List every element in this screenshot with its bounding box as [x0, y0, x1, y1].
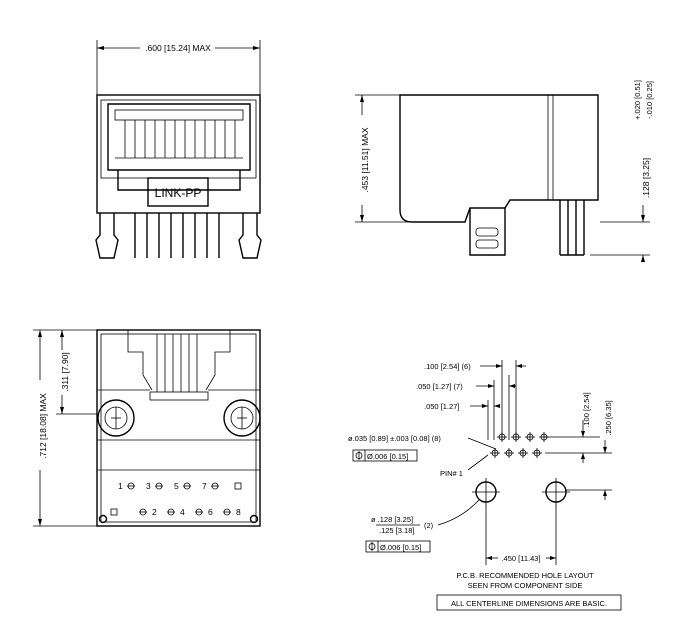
pcb-mount-hole-left [472, 478, 500, 506]
pitch-dimension: .100 [2.54] (6) [424, 362, 471, 371]
brand-label: LINK-PP [155, 186, 202, 200]
mount-hole-count: (2) [424, 521, 434, 530]
pin-number-7: 7 [202, 481, 207, 491]
bottom-pin-numbers: 1 3 5 7 2 4 6 8 [118, 481, 241, 517]
mount-hole-dim-a: ø .128 [3.25] [371, 515, 413, 524]
layout-caption-line2: SEEN FROM COMPONENT SIDE [468, 581, 583, 590]
front-width-dimension: .600 [15.24] MAX [145, 43, 211, 53]
basic-dimensions-note: ALL CENTERLINE DIMENSIONS ARE BASIC. [451, 599, 607, 608]
pin-number-1: 1 [118, 481, 123, 491]
pin-number-5: 5 [174, 481, 179, 491]
left-post [97, 399, 135, 437]
mount-hole-dim-b: .125 [3.18] [379, 526, 414, 535]
pin-number-8: 8 [236, 507, 241, 517]
pin-length-tol-minus: -.010 [0.25] [645, 81, 654, 119]
pin-hole-tolerance: Ø.006 [0.15] [367, 452, 408, 461]
pin-length-tol-plus: +.020 [0.51] [633, 80, 642, 120]
right-mounting-peg [238, 213, 262, 259]
mount-hole-tolerance: Ø.006 [0.15] [380, 543, 421, 552]
left-mounting-peg [95, 213, 119, 259]
pin-hole-callout: ø.035 [0.89] ±.003 [0.08] (8) [348, 434, 441, 443]
pin-number-6: 6 [208, 507, 213, 517]
bottom-height-dimension: .712 [18.08] MAX [38, 393, 48, 459]
pin-number-3: 3 [146, 481, 151, 491]
front-contacts [114, 109, 244, 159]
row-offset-dimension: .250 [6.35] [604, 400, 613, 435]
pin-number-2: 2 [152, 507, 157, 517]
pcb-layout: .100 [2.54] (6) .050 [1.27] (7) .050 [1.… [348, 360, 622, 611]
layout-caption-line1: P.C.B. RECOMMENDED HOLE LAYOUT [456, 571, 594, 580]
pin-length-dimension: .128 [3.25] [641, 158, 651, 198]
right-post [223, 399, 261, 437]
pcb-mount-hole-right [542, 478, 570, 506]
pin-number-4: 4 [180, 507, 185, 517]
side-view: .453 [11.51] MAX .128 [3.25] +.020 [0.51… [355, 80, 654, 262]
half-pitch-dimension: .050 [1.27] (7) [416, 382, 463, 391]
pcb-pin-holes [490, 432, 549, 458]
mount-spacing-dimension: .450 [11.43] [501, 554, 540, 563]
row-pitch-dimension: .100 [2.54] [582, 392, 591, 427]
post-distance-dimension: .311 [7.90] [60, 352, 70, 392]
bottom-pin-markers [98, 482, 259, 524]
front-view: .600 [15.24] MAX LINK-PP [95, 40, 262, 259]
bottom-view: .712 [18.08] MAX .311 [7.90] [33, 329, 261, 527]
side-mounting-peg [469, 208, 506, 256]
pin1-label: PIN# 1 [440, 469, 463, 478]
offset-dimension: .050 [1.27] [424, 402, 459, 411]
bottom-contacts [127, 330, 231, 401]
front-pins [134, 213, 220, 258]
side-height-dimension: .453 [11.51] MAX [360, 127, 370, 192]
